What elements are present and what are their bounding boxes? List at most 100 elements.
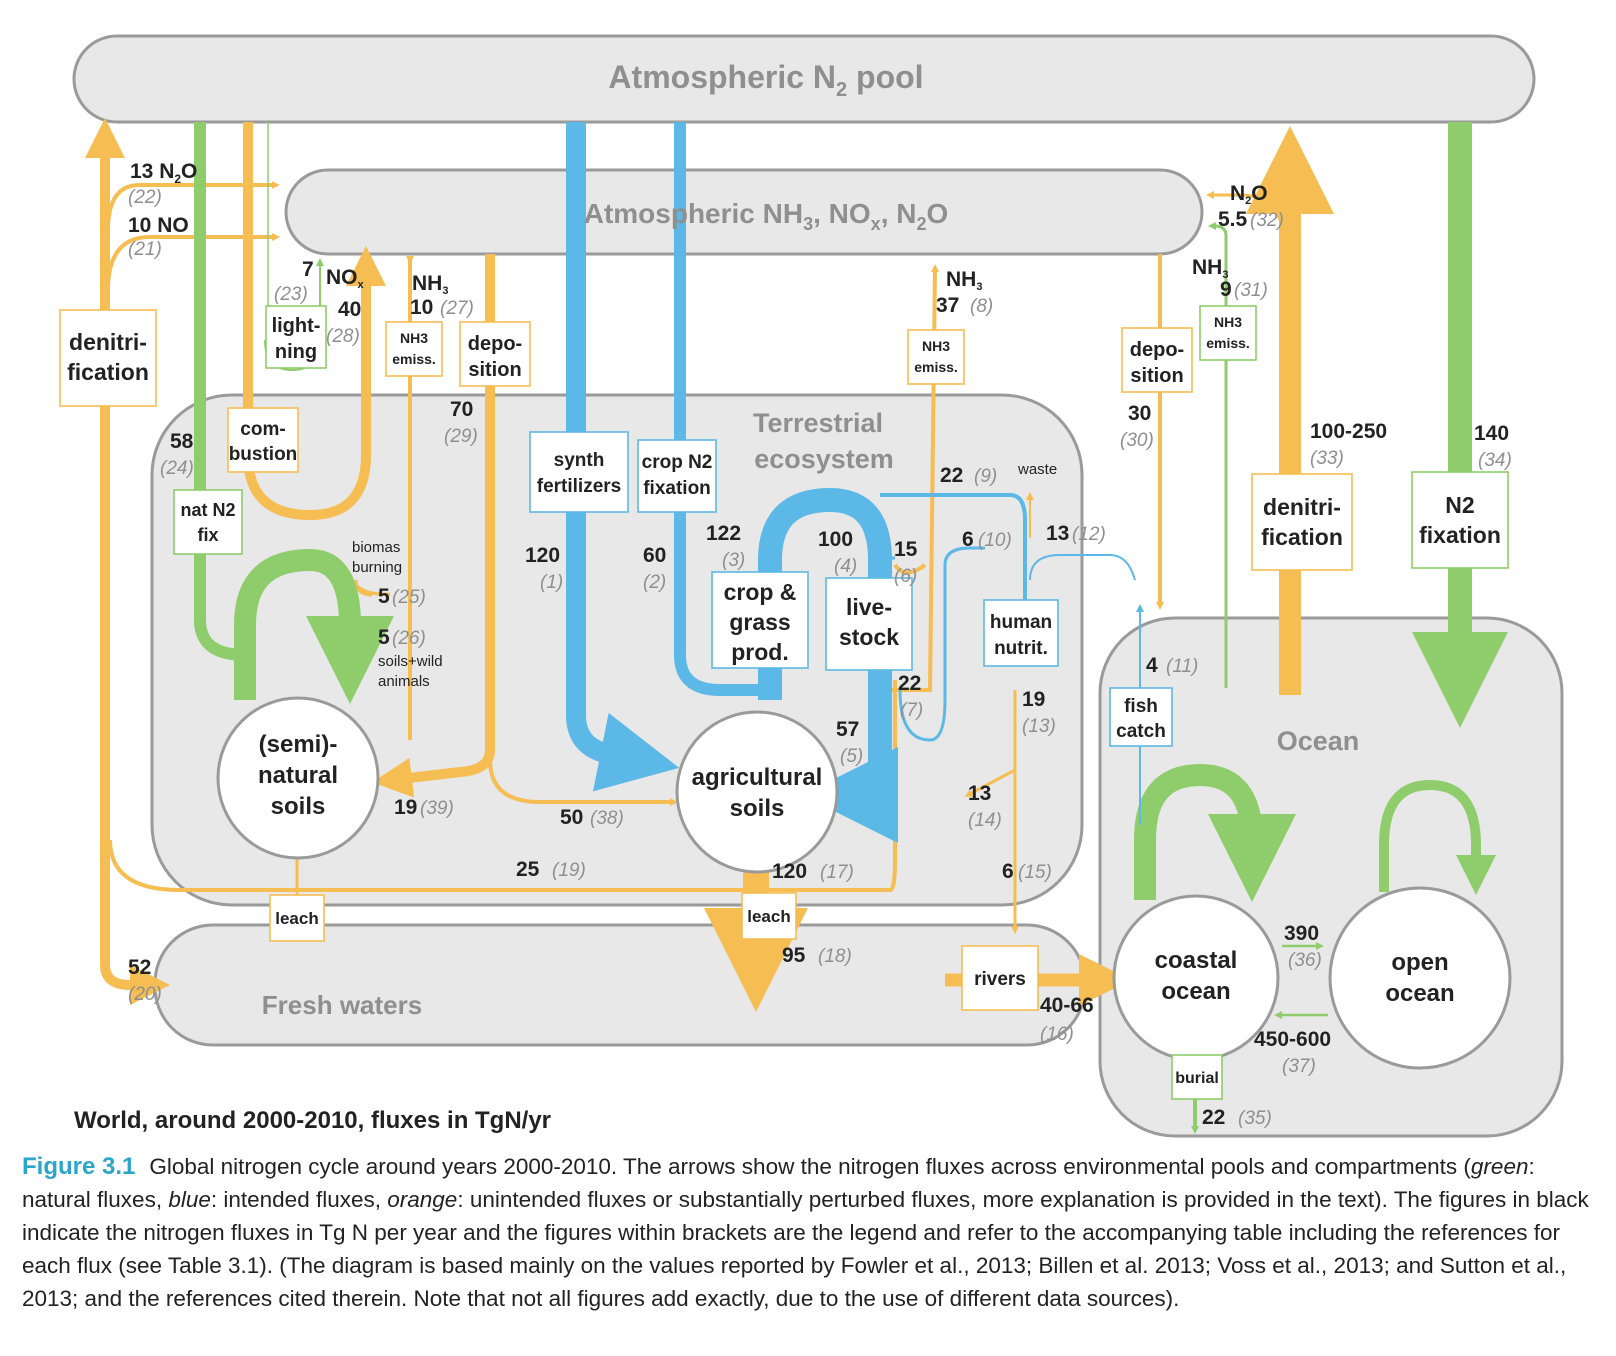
flux-13b-ref: (14) xyxy=(968,810,1002,831)
leach-box-1: leach xyxy=(269,894,325,942)
flux-burial-ref: (35) xyxy=(1238,1108,1272,1129)
flux-4066-ref: (16) xyxy=(1040,1024,1074,1045)
flux-50-num: 50 xyxy=(560,806,583,829)
svg-text:burial: burial xyxy=(1175,1070,1219,1087)
flux-6-num: 6 xyxy=(962,528,974,551)
flux-denitrification-right-num: 100-250 xyxy=(1310,420,1387,443)
flux-390-num: 390 xyxy=(1284,922,1319,945)
svg-text:light-ning: light-ning xyxy=(272,315,321,363)
diagram-title: World, around 2000-2010, fluxes in TgN/y… xyxy=(74,1107,551,1134)
flux-lightning-ref: (23) xyxy=(274,284,308,305)
flux-nh3-right-ref: (31) xyxy=(1234,280,1268,301)
caption-text-3: : intended fluxes, xyxy=(210,1187,388,1212)
lightning-box: light-ning xyxy=(265,305,327,369)
agricultural-soils-pool xyxy=(675,710,839,874)
flux-cropfix-ref: (2) xyxy=(643,572,666,593)
flux-denitrification-ref: (24) xyxy=(160,458,194,479)
flux-crop-num: 122 xyxy=(706,522,741,545)
flux-25-num: 25 xyxy=(516,858,540,881)
flux-nh3-label-1: NH3 xyxy=(412,272,448,297)
svg-text:depo-sition: depo-sition xyxy=(468,333,522,381)
livestock-box: live-stock xyxy=(825,577,913,671)
svg-text:rivers: rivers xyxy=(974,969,1026,990)
atmospheric-reactive-pool xyxy=(284,168,1204,256)
flux-cropfix-num: 60 xyxy=(643,544,666,567)
flux-biomass-ref: (25) xyxy=(392,587,426,608)
flux-n2-fixation-ref: (34) xyxy=(1478,450,1512,471)
svg-text:leach: leach xyxy=(747,907,790,926)
waste-label: waste xyxy=(1017,461,1057,478)
flux-deposition-right-num: 30 xyxy=(1128,402,1151,425)
flux-6-ref: (10) xyxy=(978,530,1012,551)
flux-no-left: 10 NO xyxy=(128,214,189,237)
flux-n2o-left-ref: (22) xyxy=(128,187,162,208)
flux-15-num: 15 xyxy=(894,538,918,561)
atmospheric-n2-pool-title: Atmospheric N2 pool xyxy=(608,59,923,101)
flux-19s-num: 19 xyxy=(394,796,417,819)
flux-nh3-label-3: NH3 xyxy=(1192,256,1228,281)
flux-22b-ref: (7) xyxy=(900,700,923,721)
flux-52-ref: (20) xyxy=(128,984,162,1005)
flux-19h-num: 19 xyxy=(1022,688,1045,711)
flux-nh3-right-num: 9 xyxy=(1220,278,1232,301)
flux-deposition-num: 70 xyxy=(450,398,473,421)
flux-450-ref: (37) xyxy=(1282,1056,1316,1077)
flux-livestock-ref: (4) xyxy=(834,556,857,577)
svg-text:live-stock: live-stock xyxy=(839,594,899,650)
denitrification-right-box: denitri-fication xyxy=(1251,473,1353,571)
flux-fish-num: 4 xyxy=(1146,654,1158,677)
flux-synth-num: 120 xyxy=(525,544,560,567)
flux-deposition-ref: (29) xyxy=(444,426,478,447)
combustion-box: com-bustion xyxy=(227,407,299,473)
flux-13-num: 13 xyxy=(1046,522,1069,545)
flux-combustion-ref: (28) xyxy=(326,326,360,347)
flux-19s-ref: (39) xyxy=(420,798,454,819)
flux-22-num: 22 xyxy=(940,464,963,487)
flux-6b-ref: (15) xyxy=(1018,862,1052,883)
flux-soilswild-num: 5 xyxy=(378,626,390,649)
svg-text:leach: leach xyxy=(275,909,318,928)
flux-15-ref: (6) xyxy=(894,566,917,587)
nitrogen-cycle-diagram: Atmospheric N2 pool Atmospheric NH3, NOx… xyxy=(59,34,1564,1138)
flux-4066-num: 40-66 xyxy=(1040,994,1094,1017)
fresh-waters-title: Fresh waters xyxy=(262,990,422,1020)
svg-text:denitri-fication: denitri-fication xyxy=(67,329,149,385)
flux-95-num: 95 xyxy=(782,944,806,967)
caption-blue: blue xyxy=(168,1187,211,1212)
flux-19h-ref: (13) xyxy=(1022,716,1056,737)
flux-22b-num: 22 xyxy=(898,672,921,695)
flux-no-left-ref: (21) xyxy=(128,239,162,260)
flux-denitrification-num: 58 xyxy=(170,430,194,453)
flux-soilswild-ref: (26) xyxy=(392,628,426,649)
flux-13b-num: 13 xyxy=(968,782,991,805)
leach-box-2: leach xyxy=(741,892,797,940)
flux-synth-ref: (1) xyxy=(540,572,563,593)
flux-25-ref: (19) xyxy=(552,860,586,881)
flux-50-ref: (38) xyxy=(590,808,624,829)
flux-52-num: 52 xyxy=(128,956,151,979)
flux-95-ref: (18) xyxy=(818,946,852,967)
flux-combustion-num: 40 xyxy=(338,298,361,321)
ocean-title: Ocean xyxy=(1277,726,1360,756)
flux-n2o-right-ref: (32) xyxy=(1250,210,1284,231)
